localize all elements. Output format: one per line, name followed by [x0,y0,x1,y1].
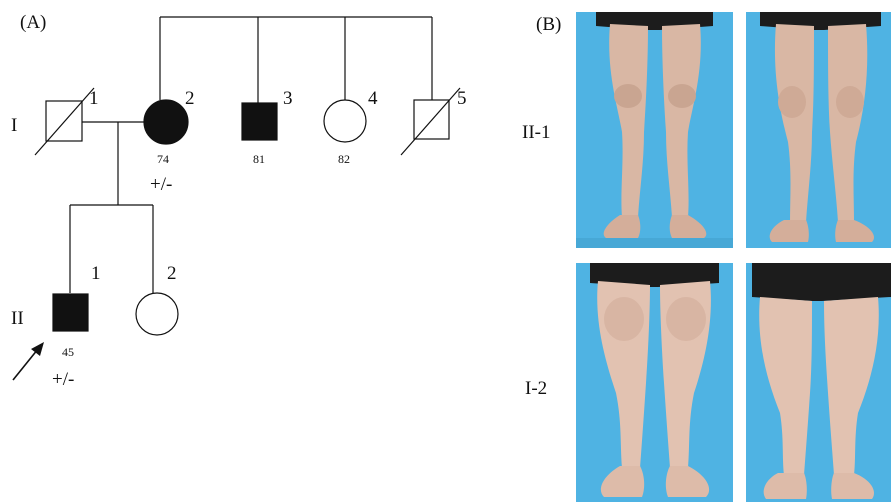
I5-number: 5 [457,88,467,109]
generation-label-I: I [11,115,17,136]
II1-number: 1 [91,263,101,284]
II1-age: 45 [62,345,74,359]
panel-b-label: (B) [536,14,561,36]
individual-II1 [53,294,88,331]
individual-I3 [242,103,277,140]
proband-arrow-icon [13,342,44,380]
II2-number: 2 [167,263,177,284]
individual-II2 [136,293,178,335]
individual-I4 [324,100,366,142]
I2-number: 2 [185,88,195,109]
photo-II-1-back [746,12,891,248]
individual-I2 [144,100,188,144]
pedigree-lines [70,17,432,297]
I4-number: 4 [368,88,378,109]
panel-a-label: (A) [20,12,46,33]
I2-genotype: +/- [150,174,172,195]
II1-genotype: +/- [52,369,74,390]
photo-II-1-front [576,12,733,248]
individual-I5 [401,88,460,155]
generation-label-II: II [11,308,24,329]
photo-I-2-back [746,263,891,502]
row-label-II-1: II-1 [522,122,550,144]
photo-I-2-front [576,263,733,502]
I4-age: 82 [338,152,350,166]
row-label-I-2: I-2 [525,378,547,400]
pedigree-chart: (A) I II 1 2 3 4 5 74 +/- 81 82 1 2 45 +… [0,0,560,502]
I3-number: 3 [283,88,293,109]
I2-age: 74 [157,152,169,166]
I1-number: 1 [89,88,99,109]
I3-age: 81 [253,152,265,166]
